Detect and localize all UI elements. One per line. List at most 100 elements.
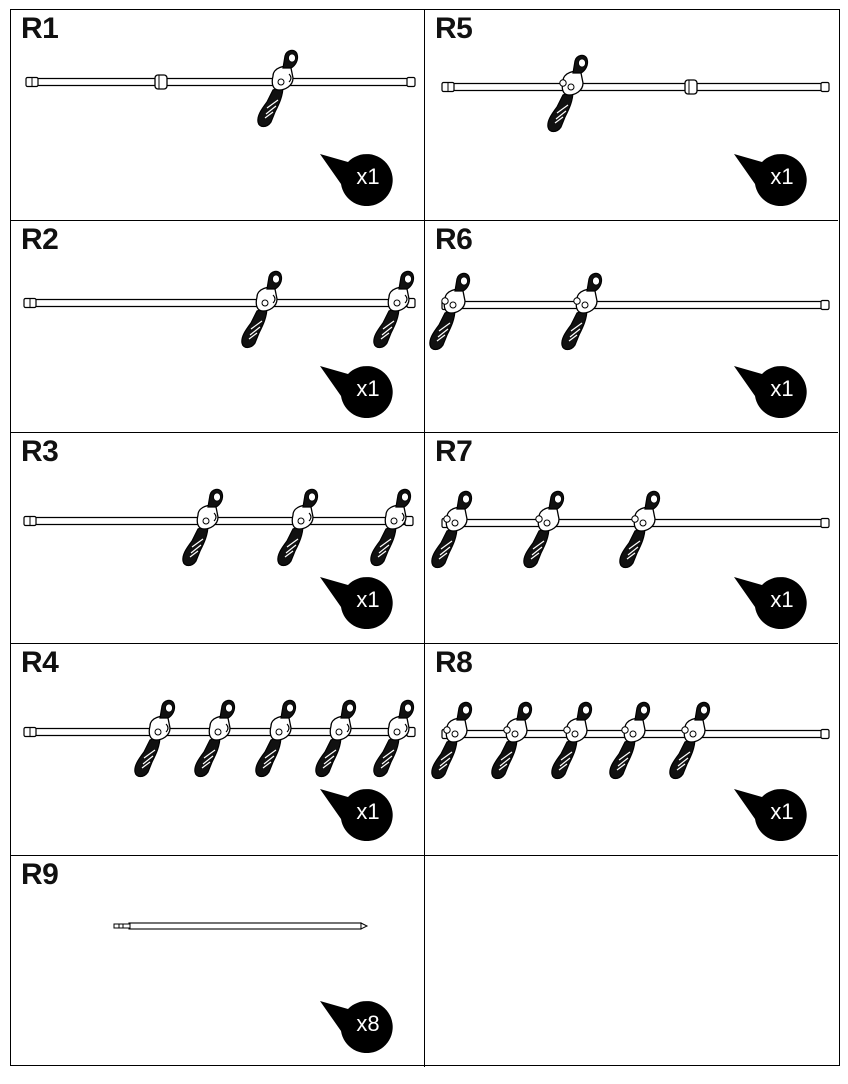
part-label: R5 xyxy=(435,12,473,45)
quantity-text: x8 xyxy=(356,1010,380,1036)
quantity-badge: x1 xyxy=(318,785,400,841)
figure-legs xyxy=(491,737,518,780)
part-label: R1 xyxy=(21,12,59,45)
figure-stripes xyxy=(554,104,569,124)
figure-rod-hole xyxy=(571,730,579,738)
figure-torso xyxy=(196,504,219,530)
figure-screw xyxy=(346,723,350,733)
figure-stripes xyxy=(141,749,156,769)
rod-stop xyxy=(154,74,168,90)
figure-face xyxy=(554,494,562,504)
part-label: R2 xyxy=(21,223,59,257)
quantity-text: x1 xyxy=(770,587,794,613)
figure-face xyxy=(401,492,409,502)
figure-legs xyxy=(255,735,282,778)
figure-stripes xyxy=(568,322,583,342)
figure-legs xyxy=(194,735,221,778)
figure-torso xyxy=(565,717,588,743)
figure-rod-hole xyxy=(393,728,401,736)
panel-r1: R1 x1 xyxy=(11,10,425,222)
panel-r8: R8 x1 xyxy=(425,644,838,856)
pin-head xyxy=(113,923,131,929)
player-figure xyxy=(561,273,603,351)
figure-screw xyxy=(213,512,217,522)
figure-stripes xyxy=(438,540,453,560)
badge-icon xyxy=(320,788,393,841)
parts-sheet: R1 x1 R2 x1 R3 x1 R4 x1 R9 xyxy=(10,9,840,1067)
figure-rod-hole xyxy=(214,728,222,736)
figure-face xyxy=(272,274,280,284)
figure-stripes xyxy=(558,751,573,771)
panel-r3: R3 x1 xyxy=(11,432,425,645)
figure-torso xyxy=(384,504,407,530)
figure-torso xyxy=(291,504,314,530)
player-figure xyxy=(609,702,651,780)
figure-legs xyxy=(431,737,458,780)
figure-screw xyxy=(621,726,629,734)
panel-r2: R2 x1 xyxy=(11,221,425,433)
figure-screw xyxy=(404,295,408,304)
pin-shaft xyxy=(128,922,362,930)
figure-face xyxy=(700,705,708,715)
figure-torso xyxy=(208,715,231,741)
quantity-badge: x1 xyxy=(318,362,400,418)
figure-stripes xyxy=(436,322,451,342)
figure-stripes xyxy=(264,99,279,119)
rod-end-tip xyxy=(820,300,830,311)
player-figure xyxy=(194,700,236,778)
part-drawing-r6 xyxy=(429,273,830,351)
figure-rod-hole xyxy=(689,730,697,738)
figure-torso xyxy=(505,717,528,743)
player-figure xyxy=(619,490,661,568)
figure-face xyxy=(308,492,316,502)
figure-screw xyxy=(165,723,169,733)
figure-torso xyxy=(269,715,292,741)
figure-torso xyxy=(255,287,278,313)
figure-stripes xyxy=(380,320,395,340)
figure-rod-hole xyxy=(449,301,457,309)
figure-stripes xyxy=(189,538,204,558)
figure-screw xyxy=(225,723,229,733)
panel-r4: R4 x1 xyxy=(11,644,425,856)
badge-icon xyxy=(320,365,393,418)
part-drawing-r3 xyxy=(23,488,414,566)
figure-face xyxy=(165,703,173,713)
player-figure xyxy=(547,54,589,133)
figure-torso xyxy=(329,715,352,741)
player-figure xyxy=(491,702,533,780)
player-figure xyxy=(241,271,283,349)
figure-screw xyxy=(535,515,543,523)
figure-legs xyxy=(373,306,400,349)
part-label: R6 xyxy=(435,223,473,257)
player-figure xyxy=(431,702,473,780)
rod xyxy=(28,77,414,87)
quantity-text: x1 xyxy=(770,164,794,190)
part-label: R7 xyxy=(435,434,473,468)
player-figure xyxy=(182,488,224,566)
figure-face xyxy=(288,53,296,63)
part-drawing-r1 xyxy=(25,49,416,128)
rod xyxy=(26,516,412,525)
figure-legs xyxy=(609,737,636,780)
quantity-badge: x1 xyxy=(732,150,814,207)
figure-rod-hole xyxy=(275,728,283,736)
figure-screw xyxy=(681,726,689,734)
figure-legs xyxy=(551,737,578,780)
figure-legs xyxy=(669,737,696,780)
figure-stripes xyxy=(248,320,263,340)
figure-screw xyxy=(573,297,581,306)
figure-face xyxy=(640,705,648,715)
figure-rod-hole xyxy=(639,519,647,527)
figure-torso xyxy=(443,289,466,315)
figure-rod-hole xyxy=(277,78,285,86)
figure-face xyxy=(522,705,530,715)
player-figure xyxy=(257,49,299,128)
panel-r6: R6 x1 xyxy=(425,221,838,433)
figure-legs xyxy=(134,735,161,778)
badge-icon xyxy=(734,577,807,630)
quantity-text: x1 xyxy=(356,798,380,824)
figure-stripes xyxy=(284,538,299,558)
part-drawing-r9 xyxy=(113,921,369,930)
figure-torso xyxy=(387,287,410,313)
figure-rod-hole xyxy=(393,299,401,307)
